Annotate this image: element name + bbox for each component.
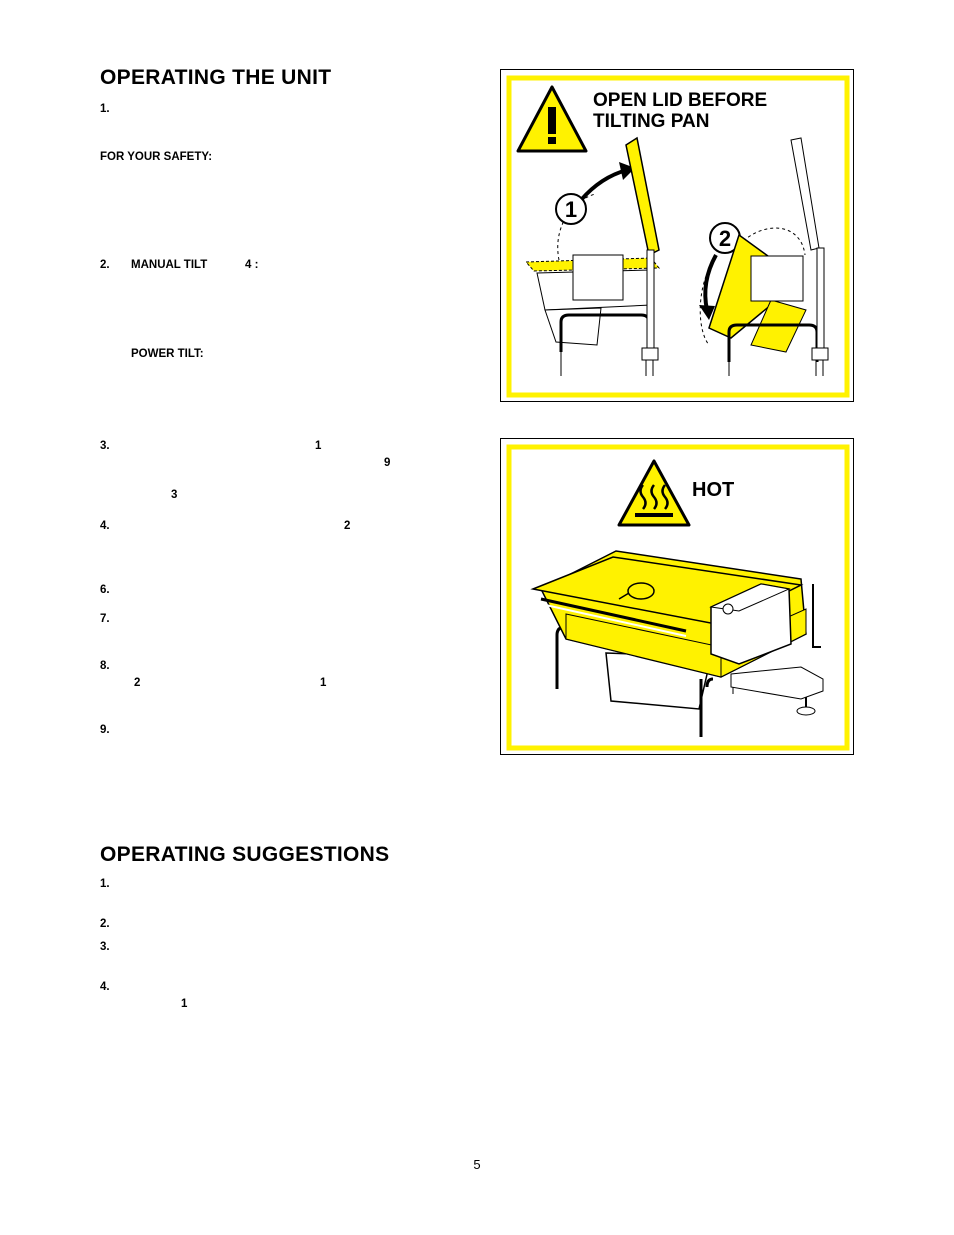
suggestion-4-ref: 1	[181, 998, 188, 1010]
step-two-marker: 2	[719, 226, 731, 251]
step-8-number: 8.	[100, 660, 110, 672]
step-3-number: 3.	[100, 440, 110, 452]
step-one-marker: 1	[565, 197, 577, 222]
manual-tilt-label: MANUAL TILT	[131, 259, 208, 271]
tilt-heading-line1: OPEN LID BEFORE	[593, 90, 767, 111]
power-tilt-label: POWER TILT:	[131, 348, 204, 360]
safety-label: FOR YOUR SAFETY:	[100, 151, 213, 163]
tilt-heading-line2: TILTING PAN	[593, 111, 709, 132]
hot-warning-figure: HOT	[500, 438, 854, 755]
tilt-warning-figure: OPEN LID BEFORE TILTING PAN 1 2	[500, 69, 854, 402]
suggestion-3-number: 3.	[100, 941, 110, 953]
hot-heading: HOT	[692, 479, 734, 501]
curved-arrow-icon	[699, 254, 718, 320]
manual-tilt-ref: 4 :	[245, 259, 259, 271]
step-9-number: 9.	[100, 724, 110, 736]
suggestion-2-number: 2.	[100, 918, 110, 930]
section-title-operating-suggestions: OPERATING SUGGESTIONS	[100, 843, 390, 866]
step-6-number: 6.	[100, 584, 110, 596]
step-3-ref-c: 3	[171, 489, 178, 501]
warning-triangle-icon	[516, 85, 588, 153]
step-4-number: 4.	[100, 520, 110, 532]
step-3-ref-a: 1	[315, 440, 322, 452]
section-title-operating-unit: OPERATING THE UNIT	[100, 66, 332, 89]
step-8-ref-b: 1	[320, 677, 327, 689]
suggestion-1-number: 1.	[100, 878, 110, 890]
step-7-number: 7.	[100, 613, 110, 625]
step-8-ref-a: 2	[134, 677, 141, 689]
page-number: 5	[473, 1157, 481, 1172]
suggestion-4-number: 4.	[100, 981, 110, 993]
step-1-number: 1.	[100, 103, 110, 115]
step-4-ref: 2	[344, 520, 351, 532]
hot-surface-icon	[617, 459, 691, 527]
step-2-number: 2.	[100, 259, 110, 271]
curved-arrow-icon	[579, 162, 635, 202]
step-3-ref-b: 9	[384, 457, 391, 469]
